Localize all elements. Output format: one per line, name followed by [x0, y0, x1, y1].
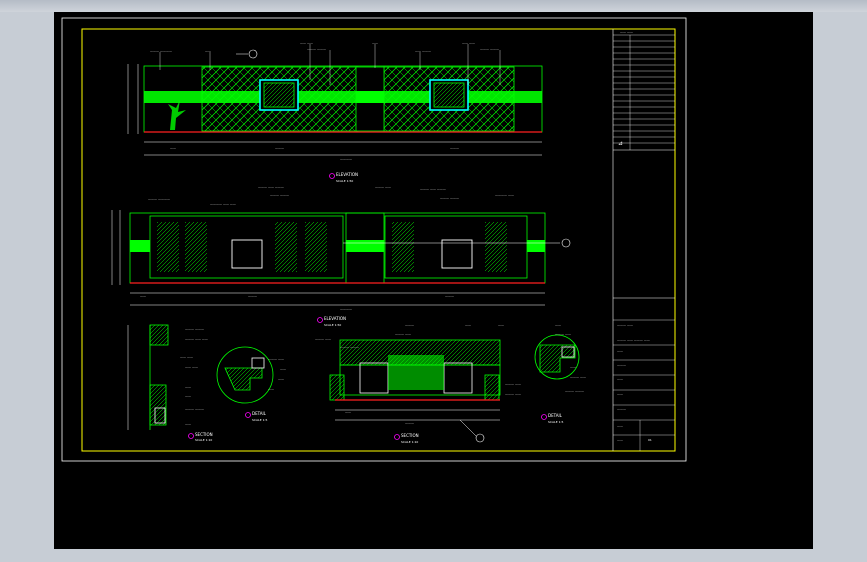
- section-center-title: SECTION: [401, 433, 419, 438]
- svg-text:———— —— ——: ———— —— ——: [210, 202, 236, 206]
- elevation-1-title: ELEVATION: [336, 172, 358, 177]
- svg-text:—— ——: —— ——: [180, 355, 193, 359]
- svg-text:——— ———: ——— ———: [307, 47, 326, 51]
- svg-text:——: ——: [140, 294, 146, 298]
- sheet-number: 01: [648, 438, 652, 442]
- viewer-top-bar: [0, 0, 867, 12]
- svg-text:——: ——: [345, 410, 351, 414]
- svg-text:——— ———: ——— ———: [270, 193, 289, 197]
- svg-text:——: ——: [498, 323, 504, 327]
- svg-text:——— ——: ——— ——: [570, 375, 586, 379]
- svg-text:——— ——: ——— ——: [395, 332, 411, 336]
- svg-text:——: ——: [205, 49, 211, 53]
- detail-2: —— ——— —— —— ——— —— ——— ——— DETAIL SCALE 1…: [534, 323, 586, 424]
- svg-text:—— ——: —— ——: [300, 41, 313, 45]
- svg-text:——— ———: ——— ———: [185, 327, 204, 331]
- svg-text:——— —— ———: ——— —— ———: [420, 187, 446, 191]
- svg-text:——: ——: [617, 392, 623, 396]
- detail-2-title: DETAIL: [548, 413, 563, 418]
- svg-text:——: ——: [555, 323, 561, 327]
- svg-text:——: ——: [185, 385, 191, 389]
- section-center-scale: SCALE 1:10: [401, 440, 418, 444]
- svg-text:———: ———: [405, 421, 414, 425]
- detail-1: ——— —— —— —— —— DETAIL SCALE 1:5: [216, 346, 286, 422]
- svg-text:—— ———: —— ———: [415, 49, 431, 53]
- svg-text:———— ——: ———— ——: [495, 193, 514, 197]
- detail-2-scale: SCALE 1:5: [548, 420, 563, 424]
- svg-text:——: ——: [570, 365, 576, 369]
- svg-text:———: ———: [617, 363, 626, 367]
- svg-text:—— ——: —— ——: [620, 30, 633, 34]
- svg-text:——: ——: [278, 377, 284, 381]
- sheet-frame: [61, 17, 687, 462]
- svg-text:———: ———: [617, 407, 626, 411]
- svg-text:——: ——: [185, 394, 191, 398]
- svg-text:——— ———: ——— ———: [565, 389, 584, 393]
- svg-text:——: ——: [465, 323, 471, 327]
- elevation-1: ——— —————— —— ————— ——— ———— ——— —— ————…: [127, 41, 543, 183]
- svg-text:——— ———: ——— ———: [185, 407, 204, 411]
- svg-text:——— ————: ——— ————: [150, 49, 172, 53]
- detail-1-title: DETAIL: [252, 411, 267, 416]
- svg-text:——: ——: [280, 367, 286, 371]
- svg-text:—— ——: —— ——: [185, 365, 198, 369]
- svg-text:——: ——: [617, 377, 623, 381]
- svg-text:———: ———: [405, 323, 414, 327]
- svg-text:————: ————: [340, 307, 352, 311]
- svg-text:⊿: ⊿: [618, 140, 623, 147]
- section-left: ——— ——— ——— —— —— —— —— —— —— —— —— ——— ———…: [127, 324, 213, 442]
- svg-text:———: ———: [445, 294, 454, 298]
- elevation-2: ——— ———————— —— —— ——— —— —————— ——— ———…: [111, 185, 571, 327]
- svg-text:——— ——: ——— ——: [505, 382, 521, 386]
- svg-text:——— ——: ——— ——: [375, 185, 391, 189]
- svg-text:———: ———: [450, 146, 459, 150]
- svg-text:————: ————: [340, 157, 352, 161]
- svg-text:——— ——: ——— ——: [268, 357, 284, 361]
- svg-text:——— ———: ——— ———: [340, 345, 359, 349]
- svg-text:——— —— ———: ——— —— ———: [258, 185, 284, 189]
- svg-text:——: ——: [617, 424, 623, 428]
- svg-text:——— ——: ——— ——: [505, 392, 521, 396]
- svg-text:—— ——: —— ——: [462, 41, 475, 45]
- elevation-1-scale: SCALE 1:50: [336, 179, 353, 183]
- drawing-border: [81, 28, 676, 452]
- section-left-title: SECTION: [195, 432, 213, 437]
- svg-text:——: ——: [372, 41, 378, 45]
- title-block: [612, 29, 675, 451]
- svg-text:——: ——: [170, 146, 176, 150]
- title-block-text: —— —— ⊿ ——— —— ——— —— ——— —— —— ——— —— —…: [617, 30, 652, 442]
- svg-text:——: ——: [268, 387, 274, 391]
- svg-text:——— ——: ——— ——: [555, 332, 571, 336]
- detail-1-scale: SCALE 1:5: [252, 418, 267, 422]
- elevation-2-scale: SCALE 1:50: [324, 323, 341, 327]
- svg-text:——— ——: ——— ——: [315, 337, 331, 341]
- svg-text:——: ——: [617, 438, 623, 442]
- svg-text:——: ——: [617, 349, 623, 353]
- elevation-2-title: ELEVATION: [324, 316, 346, 321]
- svg-text:——: ——: [185, 422, 191, 426]
- svg-text:——— —— ——— ——: ——— —— ——— ——: [617, 338, 650, 342]
- svg-text:——— ————: ——— ————: [148, 197, 170, 201]
- svg-text:———: ———: [275, 146, 284, 150]
- svg-text:———: ———: [248, 294, 257, 298]
- section-center: ——— ————— ——— —————— —— ———— ——— ————— —…: [315, 323, 521, 444]
- svg-text:——— ———: ——— ———: [440, 196, 459, 200]
- svg-text:——— —— ——: ——— —— ——: [185, 337, 208, 341]
- svg-text:——— ——: ——— ——: [617, 323, 633, 327]
- svg-text:——— ———: ——— ———: [480, 47, 499, 51]
- section-left-scale: SCALE 1:10: [195, 438, 212, 442]
